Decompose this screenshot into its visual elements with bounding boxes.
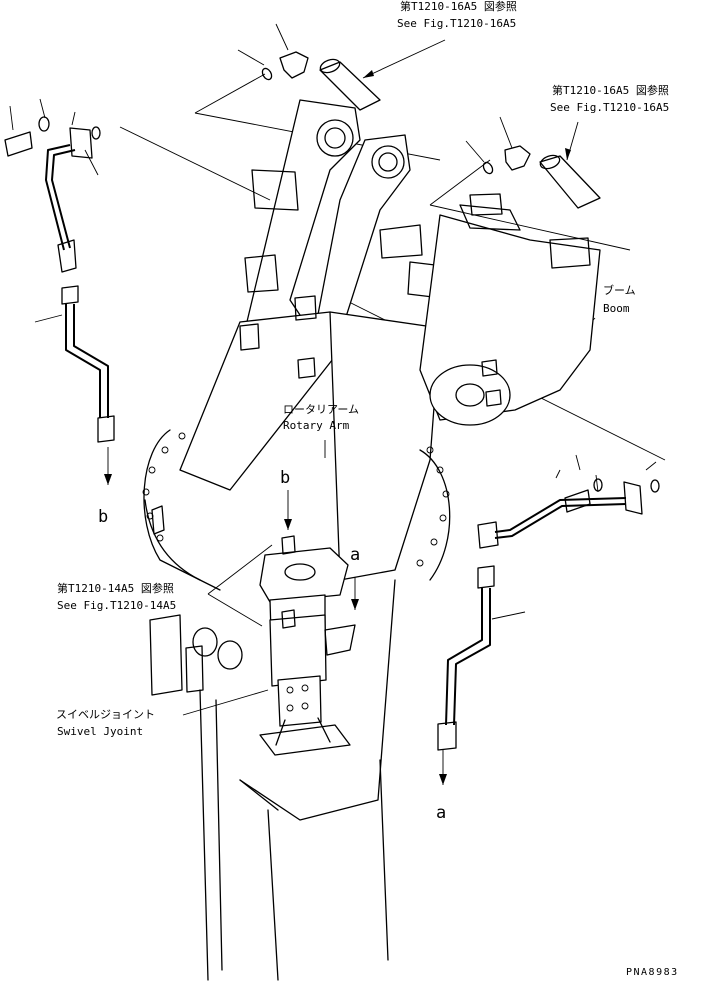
top-fittings	[261, 51, 601, 209]
rotary-arm-label-jp: ロータリアーム	[283, 403, 360, 416]
top-reference-jp: 第T1210-16A5 図参照	[400, 0, 517, 13]
top-reference-en: See Fig.T1210-16A5	[397, 17, 517, 30]
connection-mark-b-left: b	[98, 507, 109, 527]
rotary-arm-structure	[179, 99, 461, 581]
drawing-code: PNA8983	[626, 967, 679, 978]
right-reference-jp: 第T1210-16A5 図参照	[552, 84, 669, 97]
boom-label-jp: ブーム	[603, 284, 636, 297]
swivel-joint	[259, 535, 356, 756]
left-reference-jp: 第T1210-14A5 図参照	[57, 582, 174, 595]
boom-structure	[419, 193, 601, 426]
connection-mark-b-center: b	[280, 468, 291, 488]
turntable-base	[142, 429, 451, 981]
connection-mark-a-center: a	[350, 545, 361, 565]
swivel-joint-label-en: Swivel Jyoint	[57, 725, 144, 738]
left-reference-en: See Fig.T1210-14A5	[57, 599, 177, 612]
rotary-arm-label-en: Rotary Arm	[283, 419, 350, 432]
left-pipe-assembly	[4, 116, 115, 443]
boom-label-en: Boom	[603, 302, 630, 315]
right-pipe-assembly	[437, 478, 660, 751]
connection-mark-a-right: a	[436, 803, 447, 823]
swivel-joint-label-jp: スイベルジョイント	[56, 708, 155, 721]
right-reference-en: See Fig.T1210-16A5	[550, 101, 670, 114]
